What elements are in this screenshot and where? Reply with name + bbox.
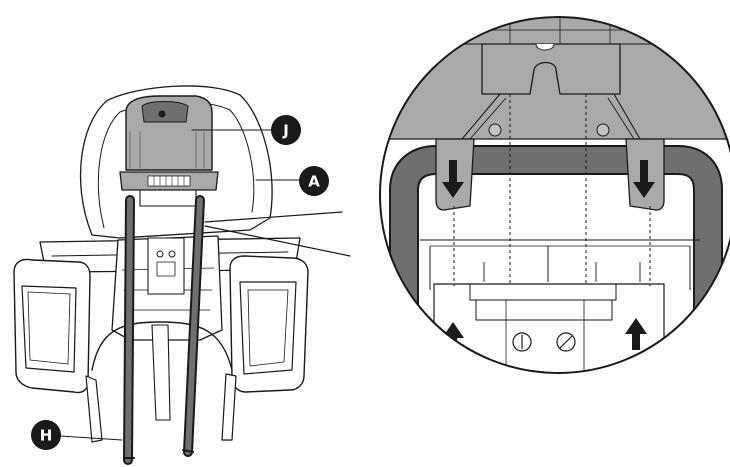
mounting-plate: [147, 237, 185, 295]
latch-block: [481, 43, 621, 95]
battery-underside: [380, 17, 730, 140]
projection-line-top: [204, 211, 343, 223]
callout-j: J: [271, 115, 301, 145]
down-arrow-left: [442, 160, 464, 198]
callout-a: A: [299, 166, 329, 196]
detail-circle-border: [379, 16, 730, 374]
callout-a-label: A: [308, 173, 320, 191]
battery-box: [119, 95, 219, 207]
front-arch: [91, 321, 233, 371]
guide-lines: [453, 94, 651, 286]
up-arrow-right: [625, 318, 647, 350]
callout-h: H: [31, 420, 61, 450]
projection-line-bottom: [204, 225, 351, 257]
detail-view: [379, 16, 730, 374]
callout-h-label: H: [40, 427, 53, 445]
down-arrow-right: [633, 160, 655, 198]
right-footrest: [229, 255, 309, 393]
main-view: [13, 85, 351, 465]
callout-j-label: J: [282, 122, 289, 140]
left-footrest: [13, 258, 91, 394]
